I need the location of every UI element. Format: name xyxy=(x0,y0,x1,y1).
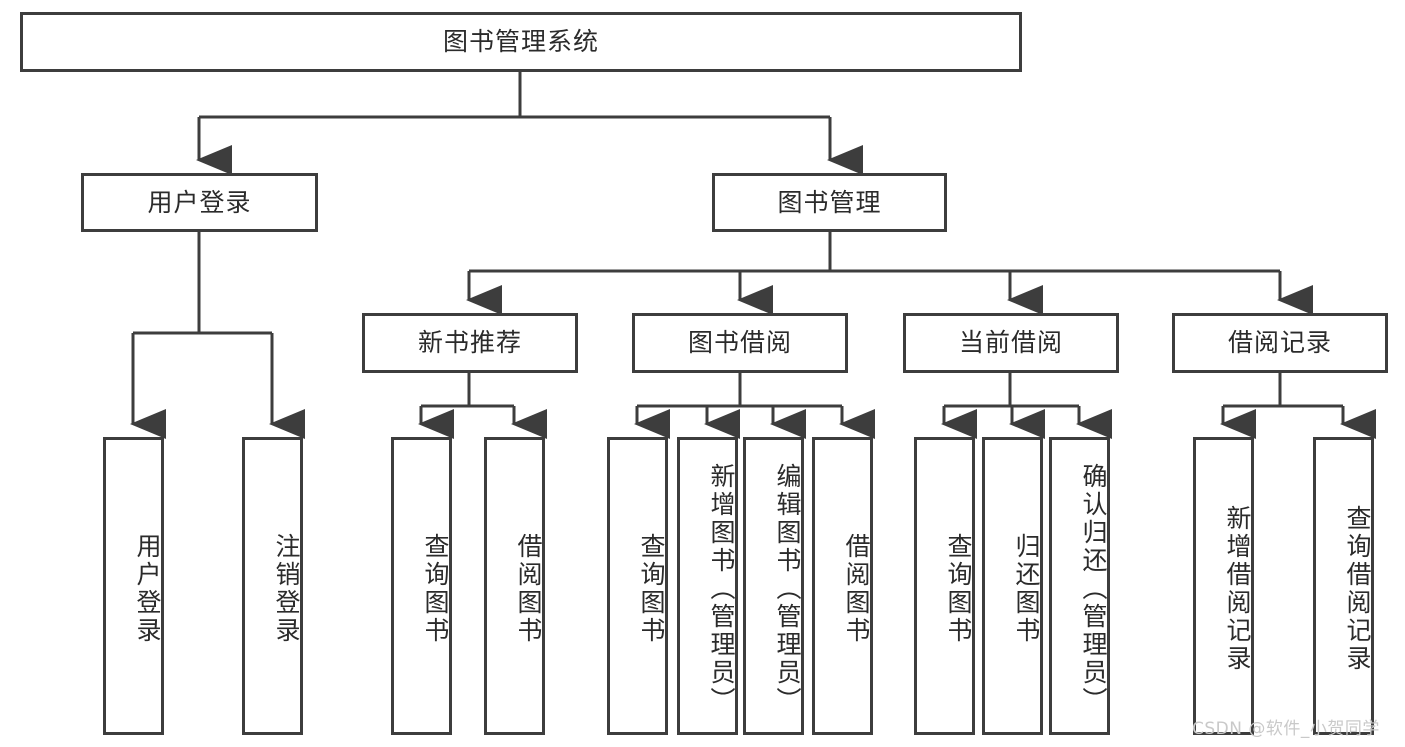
leaf-record-query[interactable]: 查询借阅记录 xyxy=(1313,437,1374,735)
node-borrow-record-label: 借阅记录 xyxy=(1227,328,1332,358)
leaf-borrow-query-book[interactable]: 查询图书 xyxy=(607,437,668,735)
node-new-book-recommend-label: 新书推荐 xyxy=(417,328,522,358)
node-current-borrow[interactable]: 当前借阅 xyxy=(903,313,1119,373)
node-book-management[interactable]: 图书管理 xyxy=(712,173,947,232)
leaf-label: 借阅图书 xyxy=(842,533,871,645)
leaf-current-confirm-return[interactable]: 确认归还（管理员） xyxy=(1049,437,1110,735)
node-user-login[interactable]: 用户登录 xyxy=(81,173,318,232)
leaf-label: 编辑图书（管理员） xyxy=(773,463,802,715)
leaf-user-login-login[interactable]: 用户登录 xyxy=(103,437,164,735)
watermark: CSDN @软件_小贺同学 xyxy=(1192,719,1380,739)
node-borrow-record[interactable]: 借阅记录 xyxy=(1172,313,1388,373)
leaf-label: 借阅图书 xyxy=(514,533,543,645)
node-new-book-recommend[interactable]: 新书推荐 xyxy=(362,313,578,373)
node-book-borrow[interactable]: 图书借阅 xyxy=(632,313,848,373)
leaf-user-login-logout[interactable]: 注销登录 xyxy=(242,437,303,735)
leaf-new-book-borrow[interactable]: 借阅图书 xyxy=(484,437,545,735)
leaf-label: 用户登录 xyxy=(133,533,162,645)
leaf-borrow-edit-book[interactable]: 编辑图书（管理员） xyxy=(743,437,804,735)
leaf-label: 查询图书 xyxy=(637,533,666,645)
leaf-label: 注销登录 xyxy=(272,533,301,645)
leaf-current-query-book[interactable]: 查询图书 xyxy=(914,437,975,735)
node-user-login-label: 用户登录 xyxy=(147,187,252,217)
node-current-borrow-label: 当前借阅 xyxy=(958,328,1063,358)
node-root-label: 图书管理系统 xyxy=(442,27,599,57)
leaf-label: 查询借阅记录 xyxy=(1343,505,1372,673)
leaf-borrow-borrow-book[interactable]: 借阅图书 xyxy=(812,437,873,735)
leaf-current-return-book[interactable]: 归还图书 xyxy=(982,437,1043,735)
leaf-label: 确认归还（管理员） xyxy=(1079,463,1108,715)
leaf-new-book-query[interactable]: 查询图书 xyxy=(391,437,452,735)
leaf-label: 查询图书 xyxy=(944,533,973,645)
leaf-borrow-add-book[interactable]: 新增图书（管理员） xyxy=(677,437,738,735)
node-book-management-label: 图书管理 xyxy=(777,187,882,217)
leaf-label: 归还图书 xyxy=(1012,533,1041,645)
leaf-record-add[interactable]: 新增借阅记录 xyxy=(1193,437,1254,735)
leaf-label: 新增图书（管理员） xyxy=(707,463,736,715)
leaf-label: 查询图书 xyxy=(421,533,450,645)
node-book-borrow-label: 图书借阅 xyxy=(687,328,792,358)
node-root[interactable]: 图书管理系统 xyxy=(20,12,1022,72)
leaf-label: 新增借阅记录 xyxy=(1223,505,1252,673)
